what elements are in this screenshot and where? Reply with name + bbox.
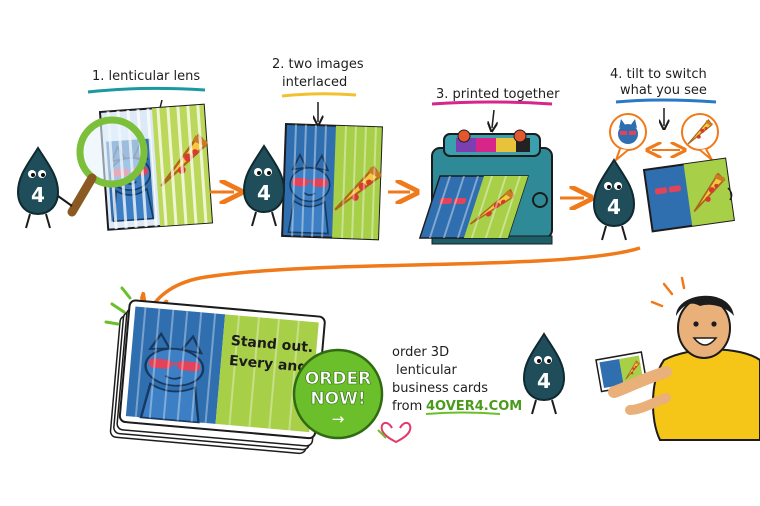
lens-sheet (98, 103, 214, 231)
step-2-label-line2: interlaced (282, 75, 347, 90)
mascot-2-number: 4 (257, 181, 271, 205)
business-card-stack: Stand out. Every angle. (109, 299, 328, 455)
mascot-5: 4 (523, 333, 565, 415)
step-3-label: 3. printed together (436, 87, 560, 102)
step-1: 1. lenticular lens 4 (17, 69, 214, 231)
step-4-underline (615, 98, 717, 104)
step-4-label-line2: what you see (620, 83, 707, 98)
cat-icon (618, 119, 638, 144)
step-2-underline (281, 92, 357, 98)
printed-sheet (418, 175, 529, 239)
cta-line3: business cards (392, 381, 488, 396)
tilted-card (642, 157, 735, 233)
step-1-label: 1. lenticular lens (92, 69, 200, 84)
mascot-5-number: 4 (537, 369, 551, 393)
mascot-1-number: 4 (31, 183, 45, 207)
bubble-pizza (681, 113, 719, 161)
excitement-marks (650, 276, 686, 308)
order-now-arrow: → (332, 410, 345, 428)
step-2: 2. two images interlaced 4 (243, 57, 382, 241)
step-3-underline (431, 100, 553, 106)
cta-line4-prefix: from (392, 399, 422, 414)
order-now-badge[interactable]: ORDER NOW! → (292, 348, 384, 440)
step-3: 3. printed together (418, 87, 560, 245)
return-curve-arrow (150, 246, 641, 312)
cta-line1: order 3D (392, 345, 449, 360)
magnifier-icon (67, 116, 148, 217)
interlaced-image (281, 122, 382, 241)
order-now-line2: NOW! (310, 389, 365, 409)
bubble-cat (609, 113, 647, 164)
mascot-4: 4 (593, 159, 635, 241)
cta-text: order 3D lenticular business cards from … (377, 345, 522, 444)
mascot-1: 4 (17, 147, 59, 229)
step-2-label-line1: 2. two images (272, 57, 364, 72)
step-1-underline (87, 86, 206, 94)
tilt-motion-mark (727, 187, 733, 201)
cta-url-underline (425, 411, 501, 415)
step-3-pointer (492, 109, 494, 128)
heart-icon (380, 422, 412, 444)
order-now-line1: ORDER (305, 369, 371, 389)
mascot-2: 4 (243, 145, 285, 227)
cta-sparkle (377, 429, 387, 439)
card-tagline-1: Stand out. (230, 333, 314, 356)
happy-person (608, 276, 760, 441)
cta-url[interactable]: 4OVER4.COM (426, 399, 522, 414)
step-4-label-line1: 4. tilt to switch (610, 67, 707, 82)
sparkle-marks (104, 286, 132, 326)
mascot-4-number: 4 (607, 195, 621, 219)
cta-line2: lenticular (396, 363, 458, 378)
mascot-1-arm (57, 195, 73, 207)
step-4: 4. tilt to switch what you see (593, 67, 735, 241)
